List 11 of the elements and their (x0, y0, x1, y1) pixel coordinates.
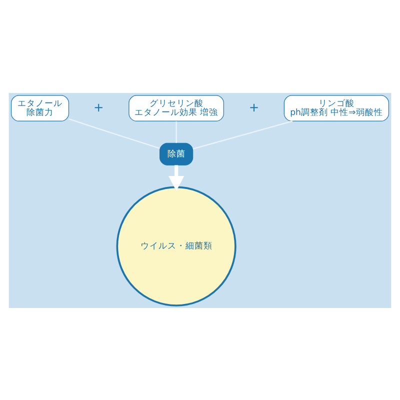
node-box: エタノール 除菌力 (10, 94, 70, 121)
node-circle: ウイルス・細菌類 (116, 186, 236, 306)
label: + (248, 100, 260, 114)
label: + (94, 100, 104, 114)
arrow (168, 164, 184, 190)
connector (176, 120, 177, 142)
connector (68, 118, 160, 148)
node-box: リンゴ酸 ph調整剤 中性⇒弱酸性 (284, 94, 390, 121)
node-box: グリセリン酸 エタノール効果 増強 (128, 94, 224, 121)
connector (192, 120, 293, 149)
node-box: 除菌 (160, 142, 194, 165)
